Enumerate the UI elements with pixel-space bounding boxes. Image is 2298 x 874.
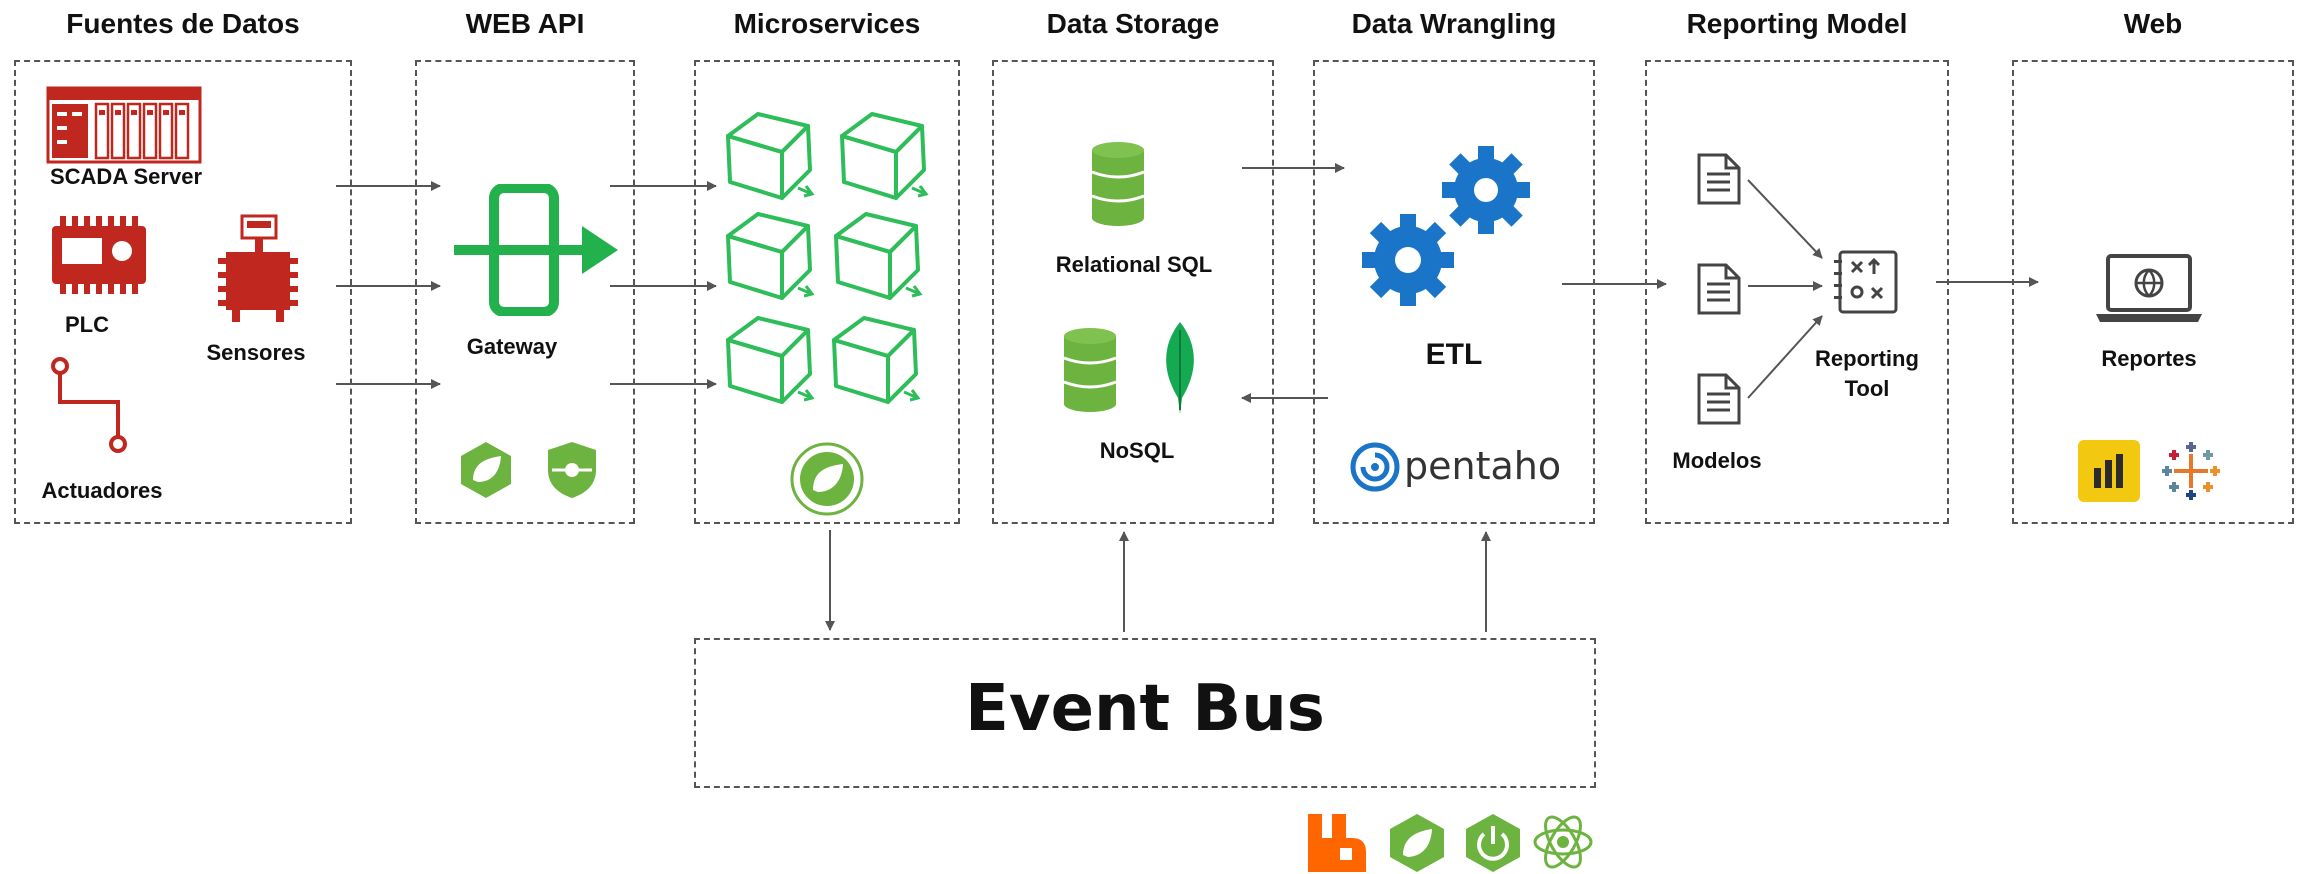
model-document-icon	[1697, 263, 1741, 315]
column-title-wrangling: Data Wrangling	[1351, 8, 1557, 39]
gateway-label: Gateway	[466, 334, 558, 359]
microservice-cube-icon	[840, 112, 929, 200]
column-title-sources: Fuentes de Datos	[66, 8, 300, 39]
wrangling-box	[1313, 60, 1595, 524]
spring-cloud-stream-icon	[1533, 815, 1593, 869]
column-title-storage: Data Storage	[1046, 8, 1220, 39]
sources-box	[14, 60, 352, 524]
pentaho-logo-icon	[1350, 442, 1400, 492]
power-bi-icon	[2078, 440, 2140, 502]
reporting-tool-icon	[1834, 250, 1898, 314]
scada-server-icon	[46, 86, 202, 164]
microservice-cube-icon	[834, 212, 923, 300]
rabbitmq-icon	[1308, 814, 1366, 872]
gateway-icon	[454, 184, 618, 316]
reportes-label: Reportes	[2101, 346, 2197, 371]
pentaho-logo-text: pentaho	[1404, 444, 1562, 488]
actuadores-icon	[51, 357, 127, 453]
reporting-tool-label-line1: Reporting	[1815, 346, 1919, 371]
nosql-label: NoSQL	[1099, 438, 1175, 463]
database-icon	[1091, 142, 1145, 226]
spring-boot-cloud-icon	[790, 442, 864, 516]
web-box	[2012, 60, 2294, 524]
event-bus-title: Event Bus	[965, 672, 1325, 746]
tableau-icon	[2162, 442, 2220, 500]
etl-label: ETL	[1425, 338, 1483, 371]
plc-label: PLC	[65, 312, 109, 337]
modelos-label: Modelos	[1672, 448, 1762, 473]
column-title-webapi: WEB API	[465, 8, 585, 39]
reporting-tool-label-line2: Tool	[1844, 376, 1890, 401]
spring-boot-icon	[1466, 814, 1520, 872]
webapi-box	[415, 60, 635, 524]
model-document-icon	[1697, 373, 1741, 425]
actuadores-label: Actuadores	[41, 478, 163, 503]
microservice-cube-icon	[832, 316, 921, 404]
reporting-box	[1645, 60, 1949, 524]
laptop-icon	[2096, 254, 2202, 322]
storage-box	[992, 60, 1274, 524]
spring-icon	[1390, 814, 1444, 872]
scada-server-label: SCADA Server	[49, 164, 203, 189]
event-bus-box	[694, 638, 1596, 788]
microservice-cube-icon	[726, 212, 815, 300]
model-document-icon	[1697, 153, 1741, 205]
column-title-web: Web	[2123, 8, 2183, 39]
microservices-box	[694, 60, 960, 524]
column-title-microservices: Microservices	[733, 8, 921, 39]
plc-icon	[52, 216, 146, 294]
mongodb-leaf-icon	[1166, 322, 1194, 414]
database-icon	[1063, 328, 1117, 412]
sensores-label: Sensores	[206, 340, 306, 365]
spring-cloud-icon	[461, 442, 511, 498]
sensores-icon	[218, 214, 298, 322]
relational-sql-label: Relational SQL	[1055, 252, 1213, 277]
column-title-reporting: Reporting Model	[1686, 8, 1908, 39]
spring-security-icon	[548, 442, 596, 498]
microservice-cube-icon	[726, 316, 815, 404]
microservice-cube-icon	[726, 112, 815, 200]
gears-icon	[1362, 146, 1530, 306]
